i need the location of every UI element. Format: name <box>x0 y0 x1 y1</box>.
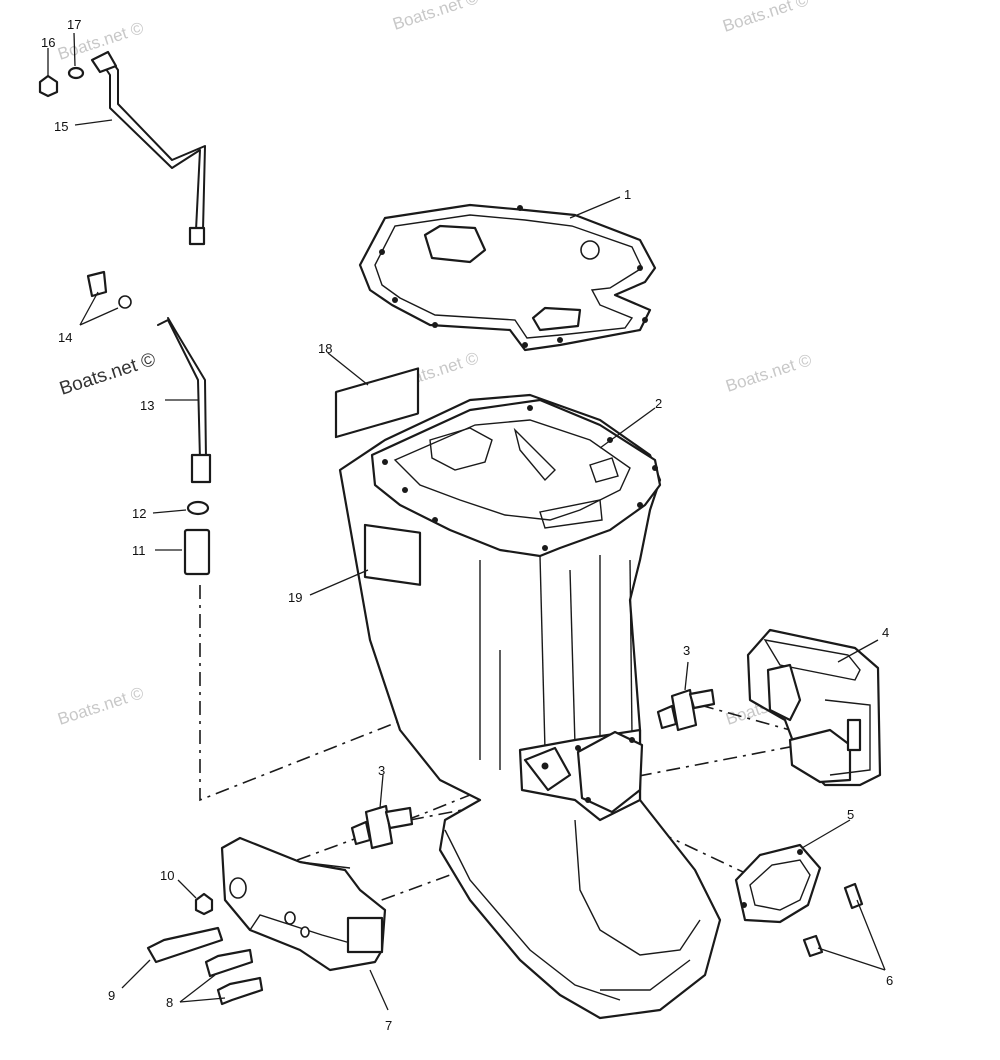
cover-plate-part-5 <box>734 843 822 924</box>
drive-shaft-housing-part-2 <box>338 393 722 1020</box>
washer-part-12 <box>186 500 210 516</box>
screws-part-6 <box>802 882 864 958</box>
mount-bracket-part-4 <box>746 628 882 787</box>
callout-15: 15 <box>54 119 68 134</box>
callout-19: 19 <box>288 590 302 605</box>
callout-2: 2 <box>655 396 662 411</box>
bolt-part-9 <box>146 926 224 964</box>
nut-part-16 <box>38 74 59 98</box>
callout-13: 13 <box>140 398 154 413</box>
watermark: Boats.net © <box>390 0 481 34</box>
lower-mount-bracket-part-7 <box>220 836 387 972</box>
callout-11: 11 <box>132 543 146 558</box>
callout-12: 12 <box>132 506 146 521</box>
screw-and-washer-part-14 <box>86 270 132 309</box>
callout-17: 17 <box>67 17 81 32</box>
watermark: Boats.net © <box>55 683 146 729</box>
callout-9: 9 <box>108 988 115 1003</box>
rubber-mount-part-3-left <box>350 804 414 850</box>
nut-part-10 <box>194 892 214 916</box>
callout-3-left: 3 <box>378 763 385 778</box>
watermark: Boats.net © <box>720 0 811 36</box>
callout-14: 14 <box>58 330 72 345</box>
washer-part-17 <box>67 66 85 80</box>
callout-1: 1 <box>624 187 631 202</box>
decal-part-18 <box>334 367 420 439</box>
callout-18: 18 <box>318 341 332 356</box>
gasket-part-1 <box>358 203 657 352</box>
callout-5: 5 <box>847 807 854 822</box>
leader-lines <box>47 32 886 1011</box>
callout-16: 16 <box>41 35 55 50</box>
callout-labels: 1 2 3 3 4 5 6 7 8 9 10 11 12 13 14 15 16… <box>41 17 893 1033</box>
linkage-rod-part-15 <box>90 50 206 246</box>
callout-10: 10 <box>160 868 174 883</box>
callout-6: 6 <box>886 973 893 988</box>
watermark: Boats.net © <box>57 349 158 400</box>
callout-4: 4 <box>882 625 889 640</box>
rubber-mount-part-3-right <box>656 688 716 732</box>
decal-part-19 <box>363 523 422 586</box>
shift-rod-part-13 <box>157 317 212 484</box>
callout-7: 7 <box>385 1018 392 1033</box>
callout-8: 8 <box>166 995 173 1010</box>
bolts-part-8 <box>204 948 264 1006</box>
callout-3-right: 3 <box>683 643 690 658</box>
watermark: Boats.net © <box>723 350 814 396</box>
sleeve-part-11 <box>183 528 211 576</box>
